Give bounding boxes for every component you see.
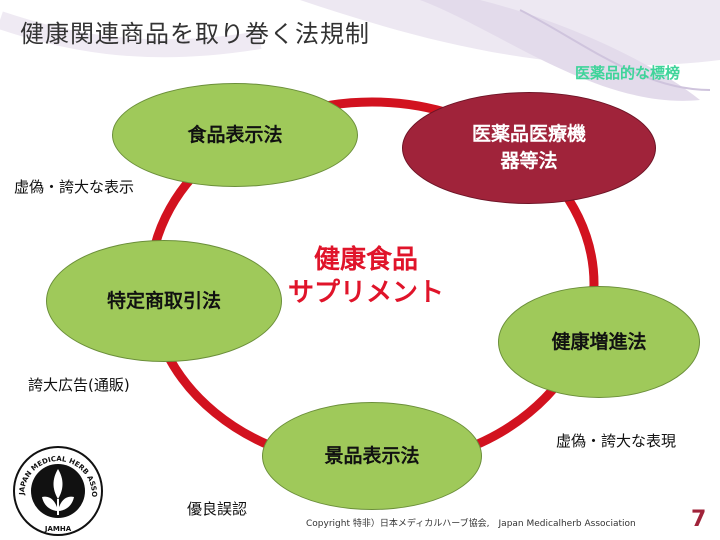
node-health-promotion-law: 健康増進法 bbox=[498, 286, 700, 398]
node-premiums-law-label: 景品表示法 bbox=[324, 444, 420, 467]
center-label-line2: サプリメント bbox=[287, 277, 444, 308]
node-food-label-law: 食品表示法 bbox=[112, 83, 358, 187]
page-number: 7 bbox=[691, 507, 707, 532]
node-pmd-law-line1: 医薬品医療機 bbox=[471, 123, 586, 146]
node-health-promotion-law-label: 健康増進法 bbox=[551, 330, 647, 353]
center-label-line1: 健康食品 bbox=[313, 245, 418, 275]
note-false-exaggerated-display: 虚偽・誇大な表示 bbox=[14, 178, 135, 196]
node-food-label-law-label: 食品表示法 bbox=[187, 123, 283, 146]
jamha-logo-icon: JAPAN MEDICAL HERB ASSOCIATION JAMHA bbox=[12, 445, 103, 536]
node-pmd-law: 医薬品医療機 器等法 bbox=[402, 92, 656, 204]
note-false-exaggerated-expression: 虚偽・誇大な表現 bbox=[556, 432, 677, 450]
note-misleading: 優良誤認 bbox=[187, 500, 248, 518]
node-premiums-law: 景品表示法 bbox=[262, 402, 482, 510]
logo-bottom-text: JAMHA bbox=[44, 525, 72, 533]
node-commerce-law-label: 特定商取引法 bbox=[106, 289, 221, 312]
node-commerce-law: 特定商取引法 bbox=[46, 240, 282, 362]
page-title: 健康関連商品を取り巻く法規制 bbox=[20, 20, 370, 48]
footer-copyright: Copyright 特非）日本メディカルハーブ協会, Japan Medical… bbox=[306, 519, 636, 529]
node-pmd-law-line2: 器等法 bbox=[500, 150, 558, 172]
subtitle-text: 医薬品的な標榜 bbox=[574, 64, 680, 82]
note-exaggerated-ad-mailorder: 誇大広告(通販) bbox=[28, 376, 130, 394]
center-label: 健康食品 サプリメント bbox=[286, 244, 446, 309]
